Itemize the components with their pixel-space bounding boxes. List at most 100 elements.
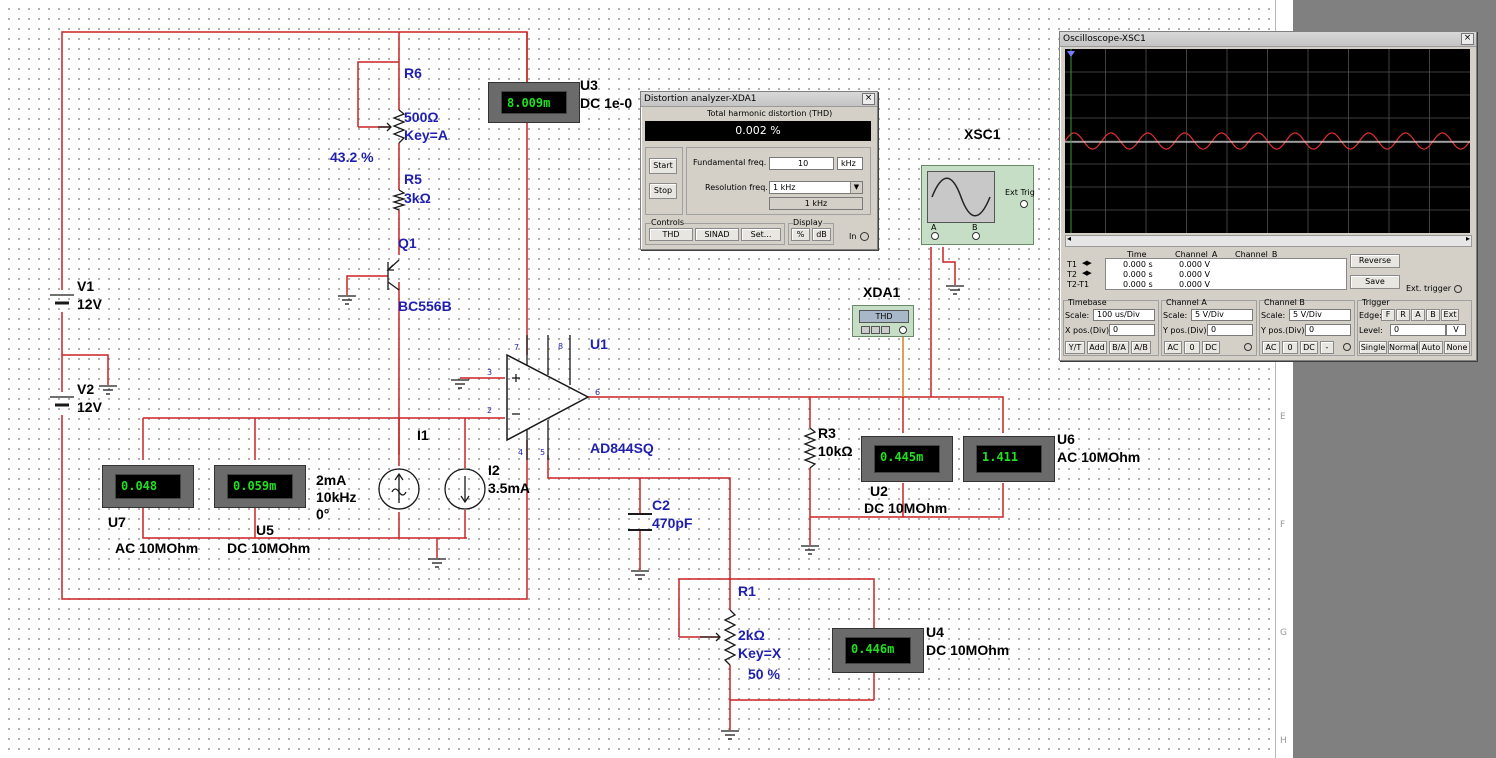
fundamental-freq-input[interactable]: 10 bbox=[769, 157, 834, 170]
ext-trigger-label: Ext. trigger bbox=[1406, 284, 1452, 293]
controls-group bbox=[645, 223, 785, 245]
readout-header-time: Time bbox=[1127, 250, 1147, 259]
channel-b-invert-button[interactable]: - bbox=[1320, 341, 1334, 354]
stop-button[interactable]: Stop bbox=[649, 183, 677, 199]
timebase-group bbox=[1063, 300, 1159, 356]
u6-label: U6 bbox=[1057, 431, 1075, 447]
timebase-title: Timebase bbox=[1068, 298, 1107, 307]
channel-b-zero-button[interactable]: 0 bbox=[1282, 341, 1298, 354]
reverse-button[interactable]: Reverse bbox=[1350, 254, 1400, 268]
row-t2t1-time: 0.000 s bbox=[1123, 280, 1153, 289]
trigger-source-b-button[interactable]: B bbox=[1426, 309, 1440, 321]
resolution-freq-select[interactable]: 1 kHz ▼ bbox=[769, 181, 863, 194]
channel-a-dc-button[interactable]: DC bbox=[1202, 341, 1220, 354]
t2-arrows-icon[interactable]: ◀▶ bbox=[1082, 269, 1092, 277]
timebase-add-button[interactable]: Add bbox=[1087, 341, 1107, 354]
readout-header-channel-b: Channel_B bbox=[1235, 250, 1278, 259]
save-button[interactable]: Save bbox=[1350, 275, 1400, 289]
channel-b-dc-button[interactable]: DC bbox=[1300, 341, 1318, 354]
xsc1-ext-trig-terminal[interactable] bbox=[1020, 200, 1028, 208]
trigger-level-input[interactable]: 0 bbox=[1390, 324, 1446, 336]
fundamental-freq-unit[interactable]: kHz bbox=[837, 157, 863, 170]
channel-a-zero-button[interactable]: 0 bbox=[1184, 341, 1200, 354]
channel-b-radio-icon[interactable] bbox=[1343, 343, 1351, 351]
i1-amplitude: 2mA bbox=[316, 472, 346, 488]
i1-label: I1 bbox=[417, 427, 429, 443]
xda1-input-terminal[interactable] bbox=[899, 326, 907, 334]
scroll-left-icon[interactable]: ◂ bbox=[1067, 234, 1072, 243]
trigger-rising-edge-button[interactable]: R bbox=[1396, 309, 1410, 321]
q1-label: Q1 bbox=[398, 235, 417, 251]
channel-b-scale-input[interactable]: 5 V/Div bbox=[1289, 309, 1351, 321]
channel-b-title: Channel B bbox=[1264, 298, 1305, 307]
db-display-button[interactable]: dB bbox=[812, 228, 831, 241]
u5-label: U5 bbox=[256, 522, 274, 538]
cursor-t1-handle-icon[interactable] bbox=[1067, 51, 1075, 57]
settings-button[interactable]: Set... bbox=[741, 228, 781, 241]
xda1-key-1 bbox=[861, 326, 870, 334]
u6-mode: AC 10MOhm bbox=[1057, 449, 1140, 465]
oscilloscope-close-button[interactable]: × bbox=[1461, 33, 1474, 45]
trigger-level-unit[interactable]: V bbox=[1446, 324, 1466, 336]
trigger-source-a-button[interactable]: A bbox=[1411, 309, 1425, 321]
trigger-source-ext-button[interactable]: Ext bbox=[1441, 309, 1459, 321]
xsc1-channel-b-terminal[interactable] bbox=[972, 232, 980, 240]
percent-display-button[interactable]: % bbox=[791, 228, 810, 241]
t1-arrows-icon[interactable]: ◀▶ bbox=[1082, 259, 1092, 267]
chevron-down-icon[interactable]: ▼ bbox=[850, 182, 862, 193]
channel-a-ypos-input[interactable]: 0 bbox=[1207, 324, 1253, 336]
channel-a-scale-input[interactable]: 5 V/Div bbox=[1191, 309, 1253, 321]
xsc1-instrument[interactable]: Ext Trig A B bbox=[921, 165, 1035, 245]
trigger-auto-button[interactable]: Auto bbox=[1419, 341, 1443, 354]
distortion-title: Distortion analyzer-XDA1 bbox=[644, 94, 757, 104]
sinad-mode-button[interactable]: SINAD bbox=[695, 228, 739, 241]
timebase-scale-input[interactable]: 100 us/Div bbox=[1093, 309, 1155, 321]
ruler-letter-h: H bbox=[1280, 736, 1287, 746]
distortion-titlebar[interactable]: Distortion analyzer-XDA1 × bbox=[641, 92, 877, 107]
xda1-key-3 bbox=[881, 326, 890, 334]
controls-label: Controls bbox=[651, 218, 685, 227]
channel-b-ac-button[interactable]: AC bbox=[1262, 341, 1280, 354]
oscilloscope-titlebar[interactable]: Oscilloscope-XSC1 × bbox=[1060, 32, 1476, 47]
meter-u4[interactable]: 0.446m bbox=[832, 628, 924, 673]
channel-a-trace bbox=[1064, 132, 1471, 150]
channel-a-ac-button[interactable]: AC bbox=[1164, 341, 1182, 354]
pin-3: 3 bbox=[487, 368, 492, 377]
xsc1-channel-a-terminal[interactable] bbox=[931, 232, 939, 240]
display-label: Display bbox=[793, 218, 823, 227]
scroll-right-icon[interactable]: ▸ bbox=[1465, 234, 1470, 243]
u3-mode: DC 1e-0 bbox=[580, 95, 632, 111]
meter-u5[interactable]: 0.059m bbox=[214, 465, 306, 508]
meter-u2[interactable]: 0.445m bbox=[861, 436, 953, 482]
fundamental-freq-label: Fundamental freq. bbox=[693, 158, 767, 167]
pin-5: 5 bbox=[540, 448, 545, 457]
meter-u6[interactable]: 1.411 bbox=[963, 436, 1055, 482]
timebase-ab-button[interactable]: A/B bbox=[1131, 341, 1151, 354]
ext-trigger-terminal-icon[interactable] bbox=[1454, 285, 1462, 293]
meter-u3[interactable]: 8.009m bbox=[488, 82, 580, 123]
thd-mode-button[interactable]: THD bbox=[649, 228, 693, 241]
xda1-instrument[interactable]: THD bbox=[852, 305, 914, 337]
trigger-none-button[interactable]: None bbox=[1444, 341, 1470, 354]
distortion-close-button[interactable]: × bbox=[862, 93, 875, 105]
meter-u6-readout: 1.411 bbox=[976, 445, 1042, 473]
meter-u7[interactable]: 0.048 bbox=[102, 465, 194, 508]
timebase-xpos-input[interactable]: 0 bbox=[1109, 324, 1155, 336]
trigger-falling-edge-button[interactable]: F bbox=[1381, 309, 1395, 321]
ruler-letter-g: G bbox=[1280, 628, 1287, 638]
channel-b-ypos-input[interactable]: 0 bbox=[1305, 324, 1351, 336]
channel-a-radio-icon[interactable] bbox=[1244, 343, 1252, 351]
trigger-normal-button[interactable]: Normal bbox=[1388, 341, 1418, 354]
timebase-ba-button[interactable]: B/A bbox=[1109, 341, 1129, 354]
r5-value: 3kΩ bbox=[404, 190, 431, 206]
input-terminal-icon[interactable] bbox=[860, 232, 869, 241]
i2-value: 3.5mA bbox=[488, 480, 530, 496]
oscilloscope-window[interactable]: Oscilloscope-XSC1 × ◂ ▸ Time Channel_A C… bbox=[1059, 31, 1477, 361]
timebase-yt-button[interactable]: Y/T bbox=[1065, 341, 1085, 354]
scope-scrollbar[interactable]: ◂ ▸ bbox=[1065, 234, 1472, 247]
start-button[interactable]: Start bbox=[649, 158, 677, 174]
trigger-single-button[interactable]: Single bbox=[1359, 341, 1387, 354]
distortion-analyzer-window[interactable]: Distortion analyzer-XDA1 × Total harmoni… bbox=[640, 91, 878, 250]
v1-label: V1 bbox=[77, 278, 94, 294]
scope-screen[interactable] bbox=[1064, 49, 1471, 233]
